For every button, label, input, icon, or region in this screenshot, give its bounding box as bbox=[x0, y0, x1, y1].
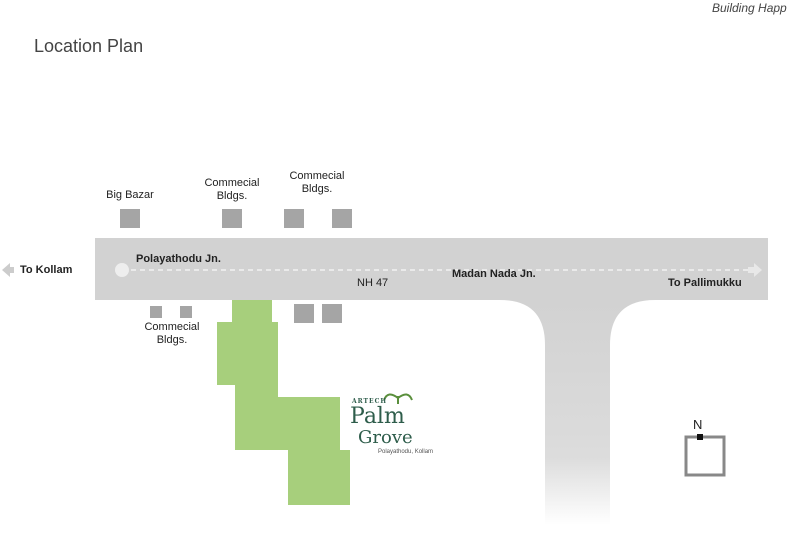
building-commercial bbox=[332, 209, 352, 228]
label-commercial-bldgs: Commecial Bldgs. bbox=[204, 177, 260, 202]
compass-needle bbox=[697, 434, 703, 440]
label-commercial-bldgs: Commecial Bldgs. bbox=[144, 321, 200, 346]
label-big-bazar: Big Bazar bbox=[106, 189, 154, 201]
page-title: Location Plan bbox=[34, 36, 144, 56]
label-nh47: NH 47 bbox=[357, 277, 389, 289]
logo-brand: ARTECH bbox=[352, 398, 388, 405]
label-commercial-bldgs: Commecial Bldgs. bbox=[289, 170, 345, 195]
arrow-right-icon bbox=[748, 263, 762, 277]
palm-tree-icon bbox=[383, 393, 413, 404]
compass-box bbox=[684, 435, 726, 477]
label-madan-nada-jn: Madan Nada Jn. bbox=[452, 268, 536, 280]
palm-grove-site bbox=[217, 300, 350, 505]
palm-grove-logo: ARTECH Palm Grove Polayathodu, Kollam bbox=[348, 396, 448, 468]
building-commercial bbox=[294, 304, 314, 323]
arrow-left-icon bbox=[2, 263, 14, 277]
label-polayathodu-jn: Polayathodu Jn. bbox=[136, 253, 221, 265]
polayathodu-junction-marker bbox=[115, 263, 129, 277]
logo-location: Polayathodu, Kollam bbox=[378, 449, 434, 455]
compass-north-label: N bbox=[693, 417, 703, 432]
building-big-bazar bbox=[120, 209, 140, 228]
building-commercial bbox=[150, 306, 162, 318]
logo-line1: Palm bbox=[350, 404, 405, 429]
branch-road bbox=[500, 300, 655, 525]
building-commercial bbox=[222, 209, 242, 228]
building-commercial bbox=[322, 304, 342, 323]
building-commercial bbox=[180, 306, 192, 318]
label-to-kollam: To Kollam bbox=[20, 264, 73, 276]
tagline: Building Happ bbox=[712, 1, 787, 15]
logo-line2: Grove bbox=[358, 427, 413, 448]
label-to-pallimukku: To Pallimukku bbox=[668, 277, 742, 289]
building-commercial bbox=[284, 209, 304, 228]
nh47-road bbox=[95, 238, 768, 300]
